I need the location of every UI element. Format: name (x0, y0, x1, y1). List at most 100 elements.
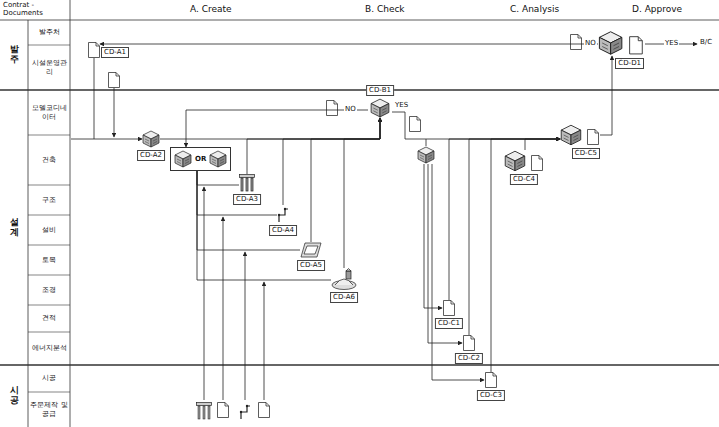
graphic-part (28, 45, 70, 46)
activity-node: CD-A1 (88, 42, 100, 58)
graphic-part (246, 178, 248, 191)
graphic-part (371, 104, 380, 117)
flow-arrow (197, 171, 277, 215)
graphic-part (96, 43, 100, 47)
document-code: CD-A5 (297, 260, 325, 271)
graphic-part (335, 279, 353, 285)
column-header: B. Check (365, 5, 405, 15)
graphic-part (588, 130, 599, 145)
activity-node: CD-C3 (485, 372, 497, 388)
graphic-part (418, 147, 434, 163)
graphic-part (212, 159, 224, 164)
or-group: OR (170, 147, 231, 171)
graphic-part (28, 275, 70, 276)
doc-icon (463, 335, 475, 351)
graphic-part (210, 155, 218, 167)
graphic-part (177, 159, 189, 164)
document-code: CD-C4 (510, 174, 538, 185)
graphic-part (588, 130, 599, 145)
graphic-part (259, 403, 270, 418)
sub-lane: 설비 (28, 215, 70, 245)
column-header: A. Create (190, 5, 232, 15)
graphic-part (28, 332, 70, 333)
graphic-part (602, 43, 619, 49)
graphic-part (346, 271, 351, 279)
sub-lane: 시공 (28, 365, 70, 392)
graphic-part (28, 245, 70, 246)
flow-arrow (311, 118, 380, 242)
activity-node: CD-A4 (277, 205, 289, 223)
lane-label: 설비 (42, 226, 56, 234)
graphic-part (471, 336, 475, 340)
sub-lane: 구조 (28, 185, 70, 215)
graphic-part (204, 187, 205, 400)
document-code: CD-C2 (455, 353, 483, 364)
sub-lane: 발주처 (28, 20, 70, 45)
cols-icon (239, 174, 255, 192)
bldg-icon (142, 130, 160, 148)
flow-arrow (344, 118, 380, 268)
document-code: CD-A1 (101, 47, 129, 58)
activity-node: CD-C5 (560, 124, 600, 146)
flow-arrow (197, 171, 239, 185)
doc-icon (443, 300, 455, 316)
graphic-part (505, 156, 515, 171)
graphic-part (599, 32, 621, 54)
graphic-part (571, 130, 581, 145)
graphic-part (428, 164, 429, 343)
graphic-part (279, 209, 288, 222)
flow-arrow (600, 56, 612, 135)
graphic-part (284, 208, 286, 210)
graphic-part (241, 178, 243, 191)
flow-arrow (197, 171, 300, 250)
lane-label: 시공 (42, 374, 56, 382)
group-lane: 설계 (0, 90, 28, 365)
flow-arrow (186, 110, 368, 147)
graphic-part (28, 392, 70, 393)
lane-label: 시공 (10, 386, 19, 406)
sub-lane: 에너지분석 (28, 332, 70, 365)
flow-label: YES (664, 40, 679, 47)
lane-label: 주문제작 및 공급 (29, 401, 69, 417)
graphic-part (561, 125, 581, 145)
graphic-part (595, 130, 599, 134)
graphic-part (424, 308, 442, 309)
graphic-part (424, 164, 425, 308)
graphic-part (245, 252, 246, 400)
lane-label: 발주처 (39, 28, 60, 36)
graphic-part (561, 130, 571, 145)
graphic-part (564, 135, 579, 140)
graphic-part (428, 343, 462, 344)
lane-label: 에너지분석 (32, 344, 67, 352)
graphic-part (346, 269, 351, 272)
graphic-part (508, 161, 523, 166)
bldg-icon (368, 98, 392, 118)
graphic-part (240, 175, 255, 178)
bldgdoc-icon (598, 30, 644, 56)
graphic-part (70, 0, 71, 427)
document-code: CD-B1 (366, 85, 394, 96)
lane-label: 토목 (42, 256, 56, 264)
graphic-part (218, 403, 229, 418)
graphic-part (28, 215, 70, 216)
graphic-part (278, 214, 280, 216)
flow-arrow (94, 58, 142, 139)
document-code: CD-C5 (572, 148, 600, 159)
or-label: OR (195, 155, 206, 163)
document-code: CD-A6 (330, 292, 358, 303)
doc-icon (88, 42, 100, 58)
flow-lines (71, 44, 697, 400)
graphic-part (571, 35, 582, 50)
graphic-part (451, 301, 455, 305)
flow-arrow (491, 139, 560, 372)
lane-label: 구조 (42, 196, 56, 204)
bldgdoc-icon (560, 124, 600, 146)
graphic-part (373, 108, 386, 113)
terrain-icon (331, 268, 357, 290)
graphic-part (630, 37, 643, 54)
graphic-part (218, 155, 226, 167)
